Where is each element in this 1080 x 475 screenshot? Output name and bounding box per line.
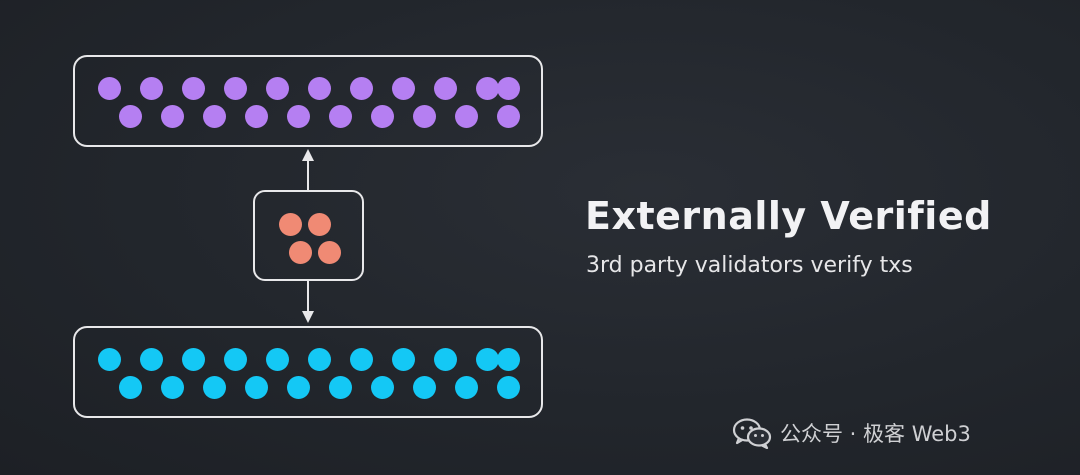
bottom-chain-node (433, 347, 457, 371)
top-chain-node (454, 104, 478, 128)
bottom-chain-node (412, 375, 436, 399)
validator-set-box (253, 190, 364, 281)
bottom-chain-node (391, 347, 415, 371)
top-chain-node (202, 104, 226, 128)
diagram-subtitle: 3rd party validators verify txs (586, 253, 913, 278)
arrow-up-icon (302, 149, 314, 161)
top-chain-node (244, 104, 268, 128)
bottom-chain-node (496, 375, 520, 399)
top-chain-node (412, 104, 436, 128)
arrow-to-bottom-chain-line (307, 281, 309, 311)
top-chain-node (160, 104, 184, 128)
diagram-title: Externally Verified (585, 194, 992, 238)
top-chain-node (307, 76, 331, 100)
top-chain-box (73, 55, 543, 147)
bottom-chain-node (475, 347, 499, 371)
validator-node (288, 240, 312, 264)
top-chain-node (223, 76, 247, 100)
bottom-chain-node (118, 375, 142, 399)
bottom-chain-node (139, 347, 163, 371)
bottom-chain-node (265, 347, 289, 371)
arrow-to-top-chain-line (307, 160, 309, 190)
top-chain-node (349, 76, 373, 100)
bottom-chain-node (202, 375, 226, 399)
top-chain-node (118, 104, 142, 128)
bottom-chain-node (244, 375, 268, 399)
watermark-text: 公众号 · 极客 Web3 (780, 422, 971, 446)
wechat-icon (732, 418, 772, 449)
top-chain-node (97, 76, 121, 100)
validator-node (317, 240, 341, 264)
top-chain-node (496, 104, 520, 128)
top-chain-node (265, 76, 289, 100)
bottom-chain-node (349, 347, 373, 371)
top-chain-node (496, 76, 520, 100)
arrow-down-icon (302, 311, 314, 323)
top-chain-node (433, 76, 457, 100)
bottom-chain-node (307, 347, 331, 371)
top-chain-node (328, 104, 352, 128)
bottom-chain-node (370, 375, 394, 399)
bottom-chain-node (160, 375, 184, 399)
bottom-chain-node (97, 347, 121, 371)
validator-node (278, 212, 302, 236)
bottom-chain-node (454, 375, 478, 399)
bottom-chain-node (286, 375, 310, 399)
bottom-chain-node (181, 347, 205, 371)
top-chain-node (181, 76, 205, 100)
top-chain-node (475, 76, 499, 100)
top-chain-node (286, 104, 310, 128)
bottom-chain-node (223, 347, 247, 371)
top-chain-node (391, 76, 415, 100)
watermark: 公众号 · 极客 Web3 (732, 416, 971, 450)
bottom-chain-node (328, 375, 352, 399)
validator-node (307, 212, 331, 236)
top-chain-node (370, 104, 394, 128)
bottom-chain-box (73, 326, 543, 418)
top-chain-node (139, 76, 163, 100)
bottom-chain-node (496, 347, 520, 371)
